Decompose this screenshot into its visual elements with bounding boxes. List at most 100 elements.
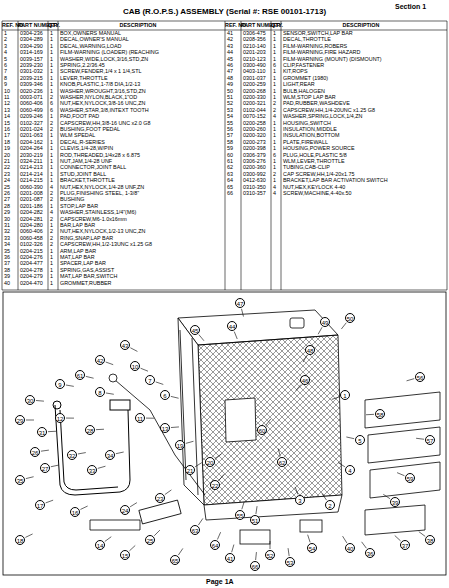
leader-line (154, 530, 160, 536)
part-description: WASHER,STAR,3/8,INTEXT TOOTH (60, 108, 149, 113)
leader-line (86, 376, 94, 378)
part-description: CONNECTOR,JOINT BALL (60, 165, 126, 170)
leader-line (242, 502, 244, 510)
part-description: PLUG,FINISHING STEEL, 1-3/8" (60, 191, 139, 196)
quantity: 1 (273, 95, 276, 100)
leader-line (270, 541, 271, 549)
callout-number: 46 (300, 375, 310, 385)
callout-number: 61 (75, 370, 85, 380)
ref-number: 6 (4, 63, 7, 68)
callout-number: 36 (365, 548, 375, 558)
callout-number: 49 (320, 317, 330, 327)
table-rule (48, 21, 49, 290)
part-description: STUD,JOINT BALL (60, 172, 106, 177)
ref-number: 33 (4, 236, 10, 241)
ref-number: 9 (4, 82, 7, 87)
quantity: 1 (50, 69, 53, 74)
leader-line (332, 397, 340, 400)
callout-number: 65 (170, 555, 180, 565)
ref-number: 58 (227, 140, 233, 145)
part-description: DECAL,THROTTLE (283, 37, 331, 42)
ref-number: 59 (227, 146, 233, 151)
ref-number: 60 (227, 153, 233, 158)
part-description: WASHER,WROUGHT,3/16,STD,ZN (60, 89, 146, 94)
page-number: Page 1A (206, 578, 234, 585)
ref-number: 10 (4, 89, 10, 94)
quantity: 1 (273, 44, 276, 49)
part-description: GROMMET,RUBBER (60, 281, 112, 286)
callout-number: 42 (95, 355, 105, 365)
part-number: 0060-406 (20, 229, 43, 234)
table-rule (241, 21, 242, 290)
callout-number: 64 (210, 540, 220, 550)
quantity: 2 (50, 229, 53, 234)
part-description: FILM-WARNING (LOADER) (REACHING (60, 50, 159, 55)
part-description: NUT,HEX,NYLOCK,1/2-13 UNC,ZN (60, 229, 145, 234)
ref-number: 4 (4, 50, 7, 55)
quantity: 2 (50, 197, 53, 202)
part-description: NUT,HEX,NYLOCK,1/4-28 UNF,ZN (60, 185, 144, 190)
ref-number: 28 (4, 204, 10, 209)
quantity: 1 (50, 172, 53, 177)
leader-line (36, 400, 44, 402)
part-number: 0200-268 (243, 89, 266, 94)
part-description: NUT,JAM,1/4-28 UNF (60, 159, 112, 164)
ref-number: 13 (4, 108, 10, 113)
part-description: WASHER,SPRING,LOCK,1/4,ZN (283, 114, 362, 119)
quantity: 1 (273, 57, 276, 62)
part-number: 0060-390 (20, 185, 43, 190)
quantity: 1 (50, 57, 53, 62)
part-description: WLM,STOP LAP BAR (283, 95, 336, 100)
part-description: SCREW,FENDER,1/4 x 1 1/4,STL (60, 69, 141, 74)
part-number: 0300-490 (243, 63, 266, 68)
leader-line (129, 545, 135, 550)
ref-number: 14 (4, 114, 10, 119)
part-number: 0200-330 (243, 95, 266, 100)
ref-number: 15 (4, 121, 10, 126)
leader-line (366, 414, 374, 415)
part-description: FILM-WARNING,ROBERS (283, 44, 347, 49)
part-number: 0200-398 (243, 146, 266, 151)
ref-number: 17 (4, 133, 10, 138)
part-number: 0201-008 (20, 191, 43, 196)
callout-number: 15 (120, 550, 130, 560)
part-description: BRACKET,THROTTLE (60, 178, 115, 183)
part-number: 0102-326 (20, 242, 43, 247)
quantity: 1 (273, 89, 276, 94)
ref-number: 52 (227, 101, 233, 106)
callout-number: 63 (190, 525, 200, 535)
ref-number: 53 (227, 108, 233, 113)
part-description: BAR,LAP BAR (60, 223, 95, 228)
part-number: 0200-273 (243, 140, 266, 145)
leader-line (217, 532, 220, 539)
ref-number: 44 (227, 50, 233, 55)
part-description: FILM-WARNING (MOUNT) (DISMOUNT) (283, 57, 382, 62)
part-description: WASHER,STAINLESS,1/4"(M6) (60, 210, 136, 215)
part-number: 0070-152 (243, 114, 266, 119)
callout-number: 30 (25, 395, 35, 405)
ref-number: 36 (4, 255, 10, 260)
leader-line (171, 426, 179, 428)
part-description: LEVER,THROTTLE (60, 76, 108, 81)
part-number: 0301-037 (243, 76, 266, 81)
part-number: 0324-211 (20, 159, 42, 164)
leader-line (288, 548, 289, 556)
part-number: 0310-350 (243, 185, 266, 190)
quantity: 1 (273, 121, 276, 126)
quantity: 2 (273, 108, 276, 113)
leader-line (41, 450, 49, 451)
table-rule (2, 21, 447, 22)
ref-number: 57 (227, 133, 233, 138)
part-description: KIT,ROPS (283, 69, 308, 74)
leader-line (46, 500, 54, 503)
leader-line (25, 534, 32, 537)
ref-number: 3 (4, 44, 7, 49)
quantity: 1 (273, 37, 276, 42)
part-description: CLIP,FASTENER (283, 63, 324, 68)
leader-line (266, 419, 271, 425)
section-label: Section 1 (395, 3, 426, 10)
quantity: 2 (50, 121, 53, 126)
ref-number: 7 (4, 69, 7, 74)
callout-number: 8 (95, 387, 105, 397)
callout-number: 56 (415, 372, 425, 382)
